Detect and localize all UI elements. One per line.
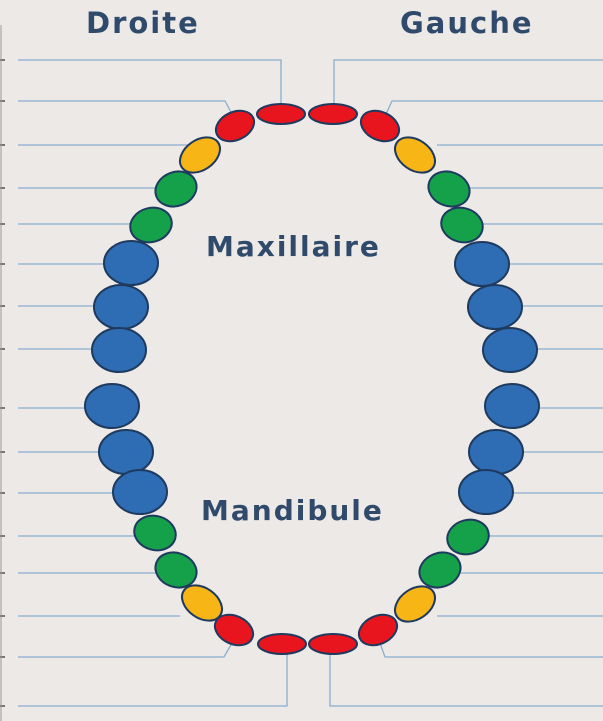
leader-line-r-1	[18, 60, 281, 104]
tooth-upper-left-central-incisor[interactable]	[309, 104, 357, 124]
tooth-upper-left-second-premolar[interactable]	[437, 203, 486, 247]
tooth-upper-left-first-premolar[interactable]	[423, 166, 474, 212]
tooth-lower-right-first-molar[interactable]	[113, 470, 167, 514]
leader-line-r-2	[18, 101, 232, 114]
tooth-lower-right-central-incisor[interactable]	[258, 634, 306, 654]
tooth-upper-right-third-molar[interactable]	[92, 328, 146, 372]
tooth-upper-left-first-molar[interactable]	[455, 242, 509, 286]
tooth-lower-left-central-incisor[interactable]	[309, 634, 357, 654]
tooth-lower-left-second-premolar[interactable]	[443, 515, 492, 559]
leader-line-r-15	[18, 643, 232, 657]
tooth-upper-left-lateral-incisor[interactable]	[356, 105, 404, 147]
tooth-upper-right-lateral-incisor[interactable]	[211, 105, 259, 147]
tooth-lower-right-third-molar[interactable]	[85, 384, 139, 428]
tooth-upper-left-third-molar[interactable]	[483, 328, 537, 372]
maxillary-label: Maxillaire	[206, 230, 381, 263]
tooth-lower-left-third-molar[interactable]	[485, 384, 539, 428]
teeth	[85, 104, 539, 654]
leader-line-l-1	[334, 60, 603, 104]
mandibular-label: Mandibule	[201, 494, 384, 527]
edge-ticks	[0, 25, 5, 721]
tooth-lower-right-second-molar[interactable]	[99, 430, 153, 474]
leader-line-r-16	[18, 654, 287, 706]
tooth-lower-right-second-premolar[interactable]	[130, 511, 179, 555]
tooth-lower-left-second-molar[interactable]	[469, 430, 523, 474]
leader-line-l-2	[386, 101, 603, 114]
tooth-upper-left-second-molar[interactable]	[468, 285, 522, 329]
right-side-title: Droite	[86, 6, 200, 40]
left-side-title: Gauche	[400, 6, 534, 40]
tooth-upper-right-central-incisor[interactable]	[257, 104, 305, 124]
leader-lines	[18, 60, 603, 706]
leader-line-l-15	[380, 643, 603, 657]
tooth-upper-right-second-molar[interactable]	[94, 285, 148, 329]
leader-line-l-16	[330, 654, 603, 706]
tooth-lower-left-first-molar[interactable]	[459, 470, 513, 514]
tooth-lower-left-lateral-incisor[interactable]	[354, 609, 402, 651]
tooth-upper-right-first-molar[interactable]	[104, 241, 158, 285]
